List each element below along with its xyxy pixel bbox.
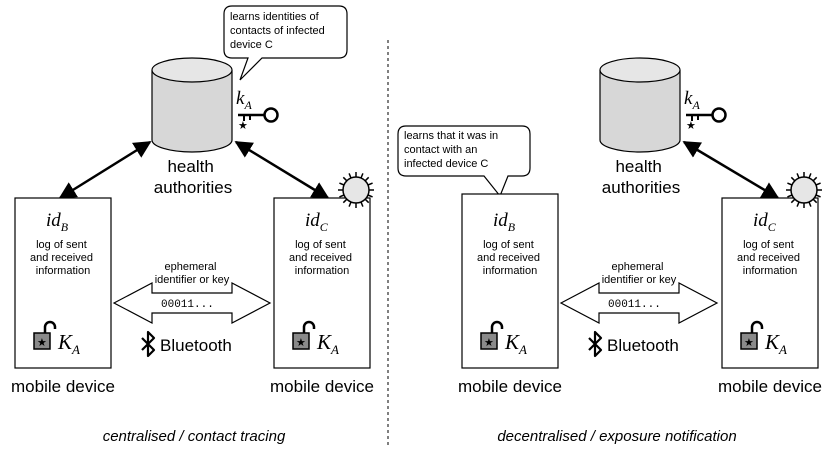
left-callout: learns identities of contacts of infecte… — [223, 5, 348, 81]
right-device-c-label: mobile device — [718, 377, 822, 396]
right-arrow-server-device-c — [682, 140, 780, 200]
left-arrow-server-device-c — [234, 140, 330, 200]
right-device-b-label: mobile device — [458, 377, 562, 396]
right-exchange-line-2: identifier or key — [602, 274, 677, 286]
right-callout-line-2: contact with an — [404, 144, 477, 156]
right-device-c-lock-icon: ★ — [740, 320, 764, 350]
left-server-key-label: kA — [236, 88, 252, 112]
left-exchange-code: 00011... — [161, 299, 214, 311]
left-device-b: idB log of sent and received information… — [11, 197, 115, 396]
right-key-icon: ★ — [686, 107, 727, 132]
svg-text:health authorities: health authorities — [602, 157, 680, 197]
svg-text:health authorities: health authorities — [154, 157, 232, 197]
left-callout-line-3: device C — [230, 39, 273, 51]
left-bluetooth-icon — [141, 330, 156, 358]
right-device-c: idC log of sent and received information… — [718, 197, 822, 396]
left-device-b-log-3: information — [36, 265, 90, 277]
left-device-b-log-1: log of sent — [36, 239, 87, 251]
left-exchange-arrow — [112, 282, 272, 324]
svg-text:ephemeral identifier or: ephemeral identifier or key — [155, 261, 230, 286]
right-server-label-2: authorities — [602, 178, 680, 197]
right-server-key-label: kA — [684, 88, 700, 112]
left-key-icon: ★ — [238, 107, 279, 132]
left-bluetooth-label: Bluetooth — [160, 336, 232, 355]
right-caption: decentralised / exposure notification — [497, 428, 736, 445]
right-exchange-code: 00011... — [608, 299, 661, 311]
svg-text:log of sent and receiv: log of sent and received information — [289, 239, 355, 277]
right-callout-line-1: learns that it was in — [404, 130, 498, 142]
right-device-b-lock-icon: ★ — [480, 320, 504, 350]
right-device-c-log-2: and received — [737, 252, 800, 264]
svg-text:★: ★ — [238, 120, 248, 132]
svg-text:★: ★ — [484, 337, 494, 349]
svg-text:★: ★ — [37, 337, 47, 349]
right-device-b-log-2: and received — [477, 252, 540, 264]
right-device-b-log-3: information — [483, 265, 537, 277]
right-bluetooth-icon — [588, 330, 603, 358]
svg-text:ephemeral identifier or: ephemeral identifier or key — [602, 261, 677, 286]
right-device-b-key: KA — [504, 330, 527, 357]
svg-text:★: ★ — [296, 337, 306, 349]
svg-text:★: ★ — [686, 120, 696, 132]
right-device-c-id: idC — [753, 210, 777, 234]
svg-text:learns identities of c: learns identities of contacts of infecte… — [230, 11, 328, 51]
left-server-label-1: health — [167, 157, 213, 176]
right-server-database-icon — [599, 57, 681, 153]
left-device-c-log-2: and received — [289, 252, 352, 264]
left-device-b-lock-icon: ★ — [33, 320, 57, 350]
right-bluetooth-label: Bluetooth — [607, 336, 679, 355]
right-device-b: idB log of sent and received information… — [458, 193, 562, 396]
right-callout-line-3: infected device C — [404, 158, 488, 170]
left-exchange-line-2: identifier or key — [155, 274, 230, 286]
left-device-b-log-2: and received — [30, 252, 93, 264]
left-device-c-lock-icon: ★ — [292, 320, 316, 350]
right-device-b-id: idB — [493, 210, 516, 234]
left-device-c-key: KA — [316, 330, 339, 357]
left-device-b-label: mobile device — [11, 377, 115, 396]
left-callout-line-2: contacts of infected — [230, 25, 325, 37]
left-arrow-server-device-b — [58, 140, 152, 200]
svg-text:log of sent and receiv: log of sent and received information — [737, 239, 803, 277]
left-device-c-log-1: log of sent — [295, 239, 346, 251]
right-device-c-key: KA — [764, 330, 787, 357]
left-exchange-line-1: ephemeral — [164, 261, 216, 273]
right-device-c-log-1: log of sent — [743, 239, 794, 251]
left-caption: centralised / contact tracing — [103, 428, 286, 445]
left-device-c-log-3: information — [295, 265, 349, 277]
left-server-database-icon — [151, 57, 233, 153]
right-exchange-line-1: ephemeral — [611, 261, 663, 273]
left-device-c: idC log of sent and received information… — [270, 197, 374, 396]
svg-text:★: ★ — [744, 337, 754, 349]
right-device-b-log-1: log of sent — [483, 239, 534, 251]
left-server-label-2: authorities — [154, 178, 232, 197]
svg-text:learns that it was in: learns that it was in contact with an in… — [404, 130, 501, 170]
left-panel: learns identities of contacts of infecte… — [11, 5, 374, 445]
left-device-b-id: idB — [46, 210, 69, 234]
right-server-label-1: health — [615, 157, 661, 176]
left-device-b-key: KA — [57, 330, 80, 357]
left-callout-line-1: learns identities of — [230, 11, 320, 23]
right-callout: learns that it was in contact with an in… — [397, 125, 531, 198]
right-panel: learns that it was in contact with an in… — [397, 57, 822, 445]
left-virus-icon — [338, 172, 374, 208]
svg-text:log of sent and receiv: log of sent and received information — [477, 239, 543, 277]
right-virus-icon — [786, 172, 822, 208]
left-device-c-label: mobile device — [270, 377, 374, 396]
svg-text:log of sent and receiv: log of sent and received information — [30, 239, 96, 277]
right-device-c-log-3: information — [743, 265, 797, 277]
right-exchange-arrow — [559, 282, 719, 324]
left-device-c-id: idC — [305, 210, 329, 234]
